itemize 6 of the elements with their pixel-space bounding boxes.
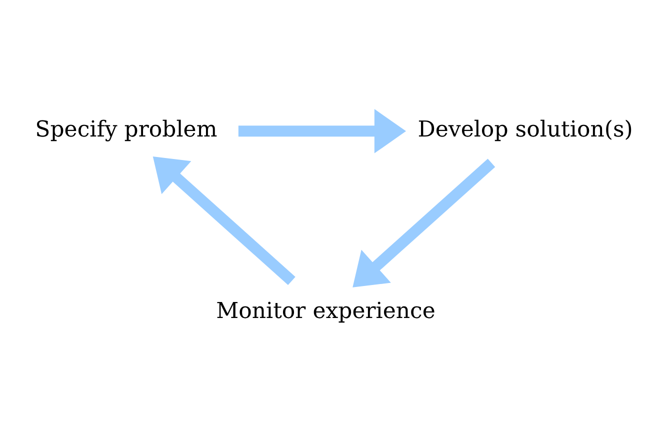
node-text: Develop solution(s) xyxy=(418,116,633,142)
node-text: Specify problem xyxy=(35,116,218,142)
arrow xyxy=(152,156,296,285)
node-text: Monitor experience xyxy=(216,298,436,324)
arrow xyxy=(238,108,406,153)
arrow xyxy=(352,158,496,287)
